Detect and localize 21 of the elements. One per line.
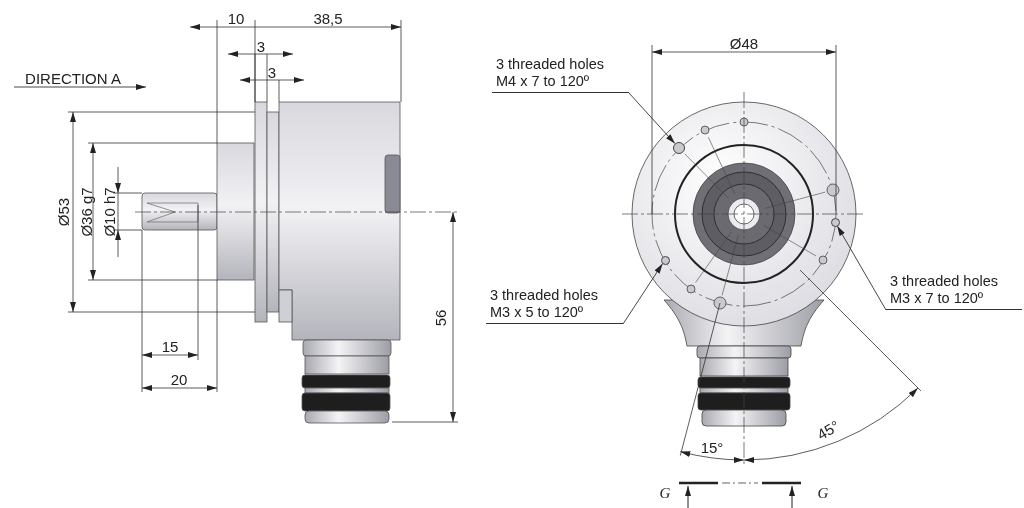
dimension-label: 10	[227, 10, 245, 26]
dimension-label: 20	[170, 371, 188, 387]
callout-text: 3 threaded holes M3 x 5 to 120º	[486, 287, 623, 324]
dimension-label: Ø36 g7	[78, 187, 94, 237]
dimension-label: 3	[256, 38, 266, 54]
dimension-label: Ø53	[55, 197, 71, 227]
dimension-label: 15°	[700, 439, 724, 455]
dimension-label: 3	[267, 64, 277, 80]
callout-text: 3 threaded holes M4 x 7 to 120º	[492, 56, 629, 93]
dimension-label: 38,5	[313, 10, 343, 26]
dimension-label: DIRECTION A	[25, 70, 121, 86]
dimension-label: G	[817, 485, 829, 501]
dimension-label: 15	[161, 338, 179, 354]
threaded-hole	[830, 217, 840, 227]
dimension-label: Ø48	[729, 35, 759, 51]
threaded-hole	[660, 255, 670, 265]
dimension-label: G	[659, 485, 671, 501]
dimension-label: Ø10 h7	[101, 187, 117, 237]
callout-text: 3 threaded holes M3 x 7 to 120º	[886, 273, 1022, 310]
dimension-label: 56	[432, 309, 448, 327]
dimension-label: 45°	[814, 417, 842, 443]
